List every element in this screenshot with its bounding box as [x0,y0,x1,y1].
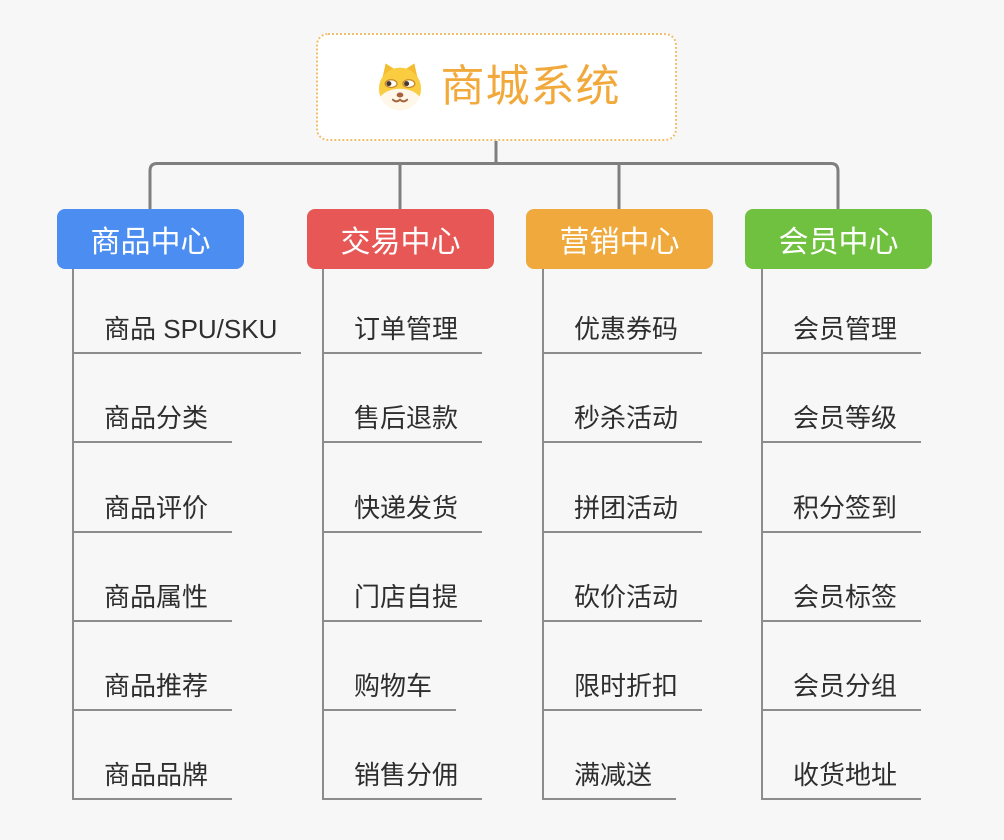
leaf-time-discount[interactable]: 限时折扣 [542,657,703,711]
shiba-dog-icon [378,63,421,110]
leaf-product-review[interactable]: 商品评价 [72,479,233,533]
leaf-product-spu-sku[interactable]: 商品 SPU/SKU [72,300,302,354]
branch-product-spine-line [72,269,74,800]
tree-connector-lines [148,141,840,209]
branch-trade-spine-line [322,269,324,800]
leaf-flash-sale[interactable]: 秒杀活动 [542,389,703,443]
leaf-member-tag[interactable]: 会员标签 [761,568,922,622]
leaf-product-recommend[interactable]: 商品推荐 [72,657,233,711]
branch-member-center[interactable]: 会员中心 [745,209,932,269]
leaf-product-brand[interactable]: 商品品牌 [72,746,233,800]
leaf-group-buy[interactable]: 拼团活动 [542,479,703,533]
leaf-order-management[interactable]: 订单管理 [322,300,483,354]
leaf-member-level[interactable]: 会员等级 [761,389,922,443]
leaf-shopping-cart[interactable]: 购物车 [322,657,457,711]
leaf-bargain[interactable]: 砍价活动 [542,568,703,622]
leaf-shipping-address[interactable]: 收货地址 [761,746,922,800]
root-title: 商城系统 [440,62,621,111]
leaf-express-delivery[interactable]: 快递发货 [322,479,483,533]
leaf-product-attribute[interactable]: 商品属性 [72,568,233,622]
branch-trade-center[interactable]: 交易中心 [307,209,494,269]
branch-product-center[interactable]: 商品中心 [57,209,244,269]
leaf-member-management[interactable]: 会员管理 [761,300,922,354]
leaf-full-reduction[interactable]: 满减送 [542,746,677,800]
branch-marketing-center[interactable]: 营销中心 [526,209,713,269]
leaf-product-category[interactable]: 商品分类 [72,389,233,443]
leaf-store-pickup[interactable]: 门店自提 [322,568,483,622]
root-node-mall-system[interactable]: 商城系统 [316,33,677,141]
branch-member-spine-line [761,269,763,800]
leaf-sales-commission[interactable]: 销售分佣 [322,746,483,800]
branch-marketing-spine-line [542,269,544,800]
leaf-after-sale-refund[interactable]: 售后退款 [322,389,483,443]
leaf-coupon-code[interactable]: 优惠券码 [542,300,703,354]
leaf-member-group[interactable]: 会员分组 [761,657,922,711]
branch-rail-line [148,162,840,209]
leaf-points-checkin[interactable]: 积分签到 [761,479,922,533]
